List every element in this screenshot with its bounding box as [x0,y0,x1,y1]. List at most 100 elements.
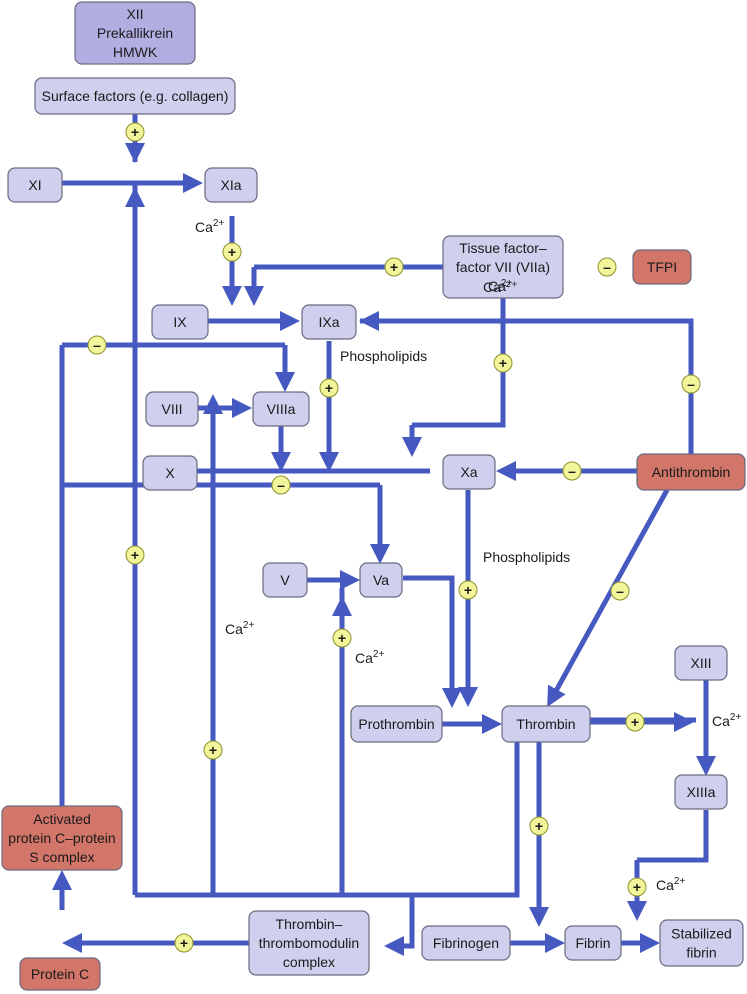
plus-sign: + [384,257,404,277]
node-xia: XIa [204,167,258,203]
node-ix: IX [151,304,209,340]
minus-sign-symbol: – [568,463,576,479]
minus-sign: – [271,475,291,495]
node-label: V [280,572,290,588]
node-box [442,235,564,299]
node-box [636,453,746,491]
node-box [674,774,728,810]
plus-sign: + [174,933,194,953]
node-tissue-factor: Tissue factor–factor VII (VIIa)Ca²⁺ [442,235,564,299]
calcium-text: Ca2+ [225,620,254,637]
plus-sign-circle [493,353,513,373]
phospholipids-text: Phospholipids [483,549,570,565]
node-va: Va [359,562,403,598]
node-box [19,957,101,991]
node-box [359,562,403,598]
node-label: complex [283,954,335,970]
node-thrombin-thrombomodulin: Thrombin– thrombomodulin complex [248,910,370,976]
minus-sign-symbol: – [616,583,624,599]
phospholipids-label: Phospholipids [483,549,570,565]
node-box [145,391,199,427]
plus-sign-symbol: + [180,935,188,951]
plus-sign-symbol: + [325,380,333,396]
node-box [564,925,622,961]
plus-sign-symbol: + [633,879,641,895]
node-box [421,925,511,961]
calcium-charge: 2+ [730,712,742,723]
plus-sign: + [493,353,513,373]
plus-sign-symbol: + [209,742,217,758]
plus-sign: + [222,242,242,262]
calcium-label: Ca2+ [355,649,384,666]
node-label: Tissue factor– [459,240,547,256]
minus-sign-circle [610,581,630,601]
plus-sign: + [627,877,647,897]
node-label: TFPI [647,259,677,275]
connector-arrow [384,936,415,956]
calcium-symbol: Ca [355,650,373,666]
connector-line [412,298,506,428]
minus-sign-circle [681,374,701,394]
node-label: XII [126,6,143,22]
calcium-charge: 2+ [213,218,225,229]
node-box [501,705,591,743]
node-label: fibrin [686,945,716,961]
node-box [142,455,198,491]
calcium-label: Ca2+ [712,712,741,729]
node-box [151,304,209,340]
node-label: Prekallikrein [97,25,173,41]
node-xiiia: XIIIa [674,774,728,810]
plus-sign-circle [529,816,549,836]
plus-sign-circle [384,257,404,277]
calcium-symbol: Ca [225,621,243,637]
node-fibrinogen: Fibrinogen [421,925,511,961]
plus-sign-symbol: + [131,547,139,563]
node-xa: Xa [442,454,496,490]
plus-sign-symbol: + [228,244,236,260]
node-label: VIIIa [267,401,296,417]
node-box [1,805,123,871]
minus-sign-symbol: – [277,477,285,493]
plus-sign-circle [319,378,339,398]
plus-sign-symbol: + [131,124,139,140]
node-box [350,705,443,743]
node-label: Ca²⁺ [488,278,518,294]
connector-line [403,575,455,700]
node-label: protein C–protein [8,830,115,846]
node-label: VIII [161,401,182,417]
node-label: Thrombin– [276,916,343,932]
plus-sign: + [203,740,223,760]
plus-sign-symbol: + [499,355,507,371]
node-label: Fibrin [575,935,610,951]
node-label: XIIIa [687,784,716,800]
minus-sign-circle [87,335,107,355]
calcium-symbol: Ca [712,713,730,729]
node-box [262,562,308,598]
node-ixa: IXa [301,304,357,340]
node-box [7,167,63,203]
minus-sign-symbol: – [687,376,695,392]
plus-sign-symbol: + [464,582,472,598]
phospholipids-text: Phospholipids [340,348,427,364]
connector-line [637,810,709,863]
node-label: S complex [29,849,94,865]
plus-sign-circle [174,933,194,953]
calcium-text: Ca2+ [483,278,512,295]
node-activated-protein-c: Activated protein C–protein S complex [1,805,123,871]
node-label: Stabilized [671,926,732,942]
node-surface-factors: Surface factors (e.g. collagen) [34,77,236,115]
calcium-label: Ca2+ [225,620,254,637]
plus-sign-circle [332,628,352,648]
node-label: Fibrinogen [433,935,499,951]
node-label: thrombomodulin [259,935,359,951]
minus-sign: – [610,581,630,601]
node-x: X [142,455,198,491]
node-label: Xa [460,464,477,480]
calcium-text: Ca2+ [355,649,384,666]
calcium-text: Ca2+ [712,712,741,729]
node-viii: VIII [145,391,199,427]
node-xi: XI [7,167,63,203]
node-label: Activated [33,811,91,827]
minus-sign-circle [271,475,291,495]
plus-sign-circle [627,877,647,897]
